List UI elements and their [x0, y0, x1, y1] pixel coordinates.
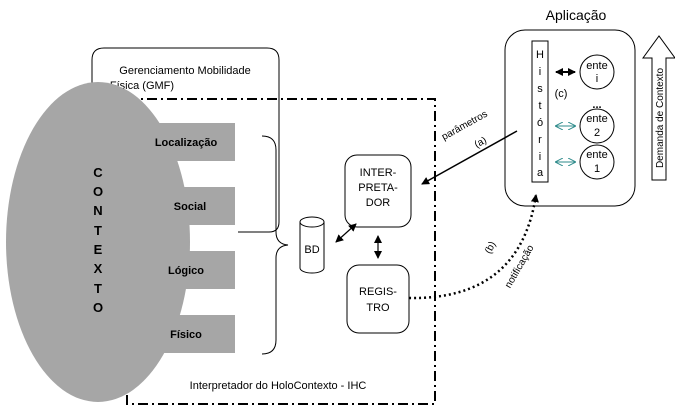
historia-letter: H — [536, 49, 544, 61]
a-label: (a) — [473, 135, 489, 151]
interpreter-line: PRETA- — [358, 182, 398, 194]
interpreter-line: INTER- — [360, 167, 397, 179]
application-title: Aplicação — [546, 7, 607, 23]
ente-label: ente — [586, 60, 607, 72]
ihc-box — [126, 98, 436, 405]
context-letter: T — [94, 281, 102, 296]
ente-index: 2 — [594, 127, 600, 139]
gmf-title-line1: Gerenciamento Mobilidade — [119, 65, 250, 77]
context-letter: C — [93, 165, 103, 180]
ente-index: 1 — [594, 163, 600, 175]
layer-label: Físico — [170, 329, 202, 341]
ihc-label: Interpretador do HoloContexto - IHC — [190, 380, 367, 392]
ente-2-circle — [579, 108, 615, 144]
layer-label: Social — [174, 201, 206, 213]
historia-letter: r — [538, 134, 542, 146]
c-label: (c) — [555, 88, 568, 100]
registry-line: REGIS- — [359, 286, 397, 298]
context-letter: X — [94, 261, 103, 276]
historia-letter: i — [539, 151, 541, 163]
historia-letter: a — [537, 167, 544, 179]
ente-label: ente — [586, 149, 607, 161]
layer-social — [138, 187, 235, 225]
ente-ellipsis: ... — [592, 99, 601, 111]
ente-label: ente — [586, 113, 607, 125]
context-letter: E — [94, 242, 103, 257]
notification-label: notificação — [503, 243, 537, 290]
interpreter-line: DOR — [366, 197, 391, 209]
notification-arrow — [408, 194, 539, 300]
interpreter-box — [344, 154, 412, 228]
gmf-title-line2: Física (GMF) — [110, 80, 174, 92]
ente-i-circle — [579, 54, 615, 90]
historia-column — [531, 40, 549, 183]
ente-1-circle — [579, 144, 615, 180]
context-letter: N — [93, 203, 102, 218]
db-label: BD — [304, 244, 319, 256]
registry-box — [346, 264, 410, 334]
historia-letters: H i s t ó r i a — [536, 49, 544, 179]
demand-label: Demanda de Contexto — [655, 68, 666, 169]
layer-logico — [138, 251, 235, 289]
demand-arrow — [642, 35, 675, 181]
historia-letter: ó — [537, 117, 543, 129]
layer-fisico — [138, 315, 235, 353]
db-interpreter-arrow — [335, 223, 357, 243]
brace — [261, 135, 289, 355]
historia-letter: s — [537, 83, 543, 95]
context-letters: C O N T E X T O — [93, 165, 103, 315]
layer-label: Lógico — [168, 265, 204, 277]
params-arrow — [421, 130, 518, 185]
context-letter: T — [94, 223, 102, 238]
layer-localizacao — [138, 123, 235, 161]
context-letter: O — [93, 300, 103, 315]
db-cylinder — [299, 216, 325, 274]
historia-letter: i — [539, 66, 541, 78]
historia-letter: t — [538, 100, 541, 112]
context-letter: O — [93, 184, 103, 199]
registry-line: TRO — [366, 302, 390, 314]
application-box — [504, 29, 636, 207]
b-label: (b) — [483, 240, 498, 256]
layer-label: Localização — [155, 137, 218, 149]
ente-index: i — [596, 73, 598, 85]
